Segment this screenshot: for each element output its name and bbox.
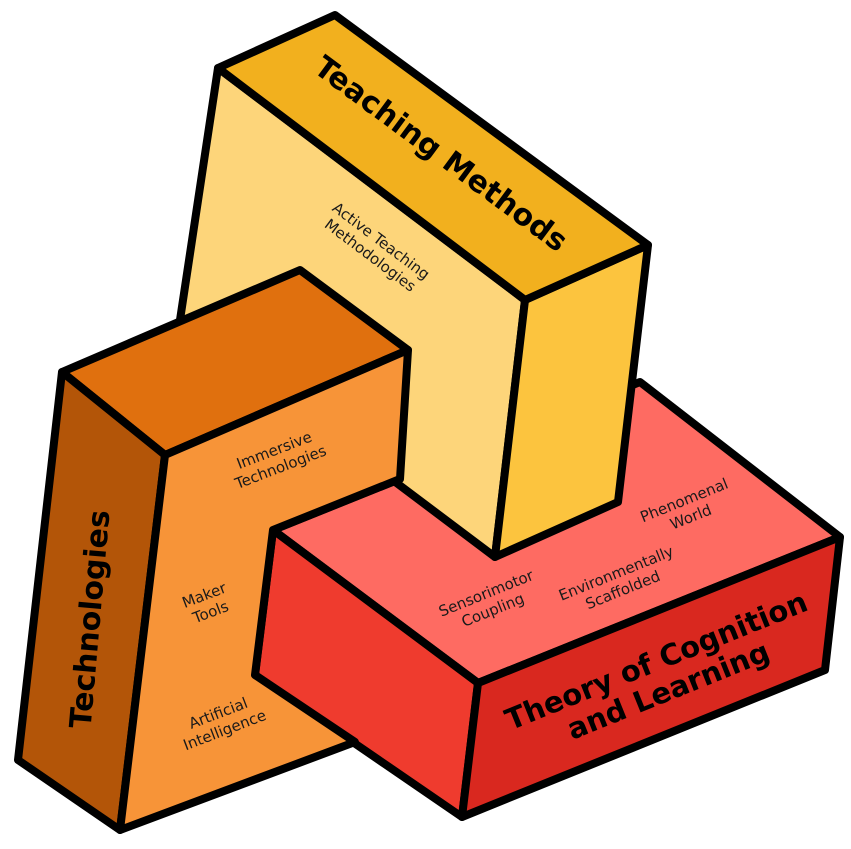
technologies-front-face bbox=[116, 346, 412, 834]
technologies-block bbox=[14, 266, 412, 834]
teaching-top-face bbox=[214, 11, 652, 304]
theory-right-face bbox=[458, 533, 844, 821]
